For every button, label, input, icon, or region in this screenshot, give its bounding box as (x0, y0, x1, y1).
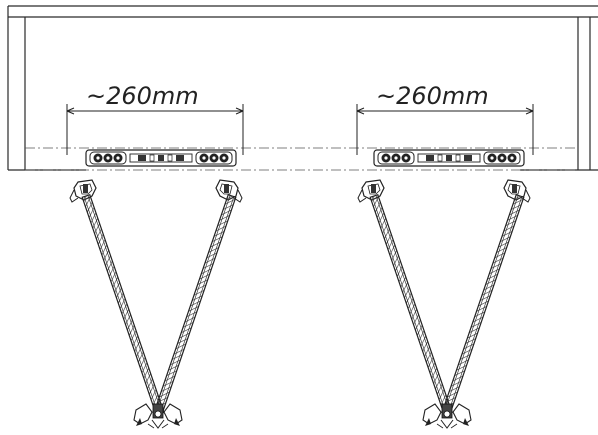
roller-carriage-right (373, 149, 525, 167)
door-leaf-right-a (369, 194, 453, 416)
bottom-pivot-right (422, 403, 472, 429)
bottom-pivot-left (133, 403, 183, 429)
door-leaf-right-b (441, 194, 525, 416)
roller-carriage-left (85, 149, 237, 167)
dimension-label-right: ~260mm (376, 82, 489, 110)
dimension-label-left: ~260mm (86, 82, 199, 110)
dimension-line-left (66, 104, 244, 155)
track-centerline (25, 147, 578, 171)
folding-pair-left: ~260mm (66, 82, 244, 429)
door-leaf-left-b (153, 194, 237, 416)
door-leaf-left-a (81, 194, 165, 416)
dimension-line-right (356, 104, 534, 155)
folding-pair-right: ~260mm (356, 82, 534, 429)
